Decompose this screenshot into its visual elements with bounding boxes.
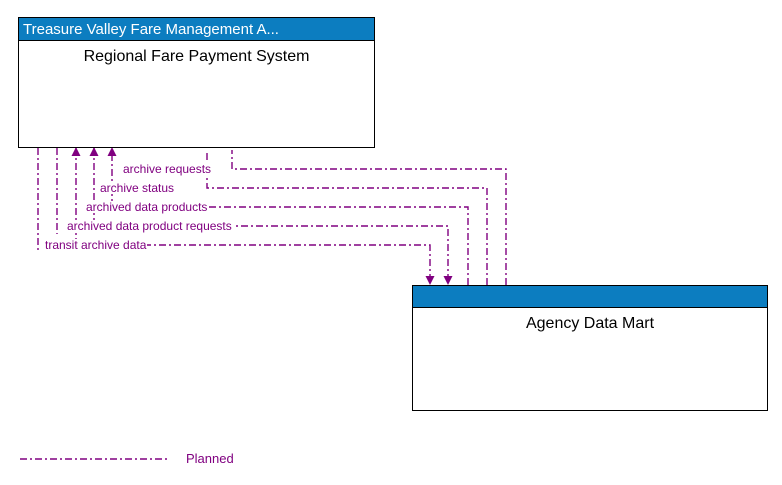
flow-label-archived-data-product-requests: archived data product requests [66, 219, 233, 233]
arrowhead-up-archive-requests [71, 147, 81, 156]
flow-label-archive-requests: archive requests [122, 162, 213, 176]
flow-path-archived-data-products [111, 155, 469, 285]
node-title-agency-data-mart: Agency Data Mart [525, 315, 655, 332]
arrowhead-up-archived-data-products [107, 147, 117, 156]
flow-label-archived-data-products: archived data products [85, 200, 209, 214]
node-header-treasure-valley-fare-management: Treasure Valley Fare Management A... [19, 18, 374, 41]
legend-label-planned: Planned [186, 451, 234, 466]
arrowheads-into-fare-payment [71, 147, 117, 156]
node-agency-data-mart[interactable]: Agency Data Mart [412, 285, 768, 411]
arrowhead-down-transit-archive-data [425, 276, 435, 285]
arrowhead-down-archived-data-product-requests [443, 276, 453, 285]
arrowhead-up-archive-status [89, 147, 99, 156]
flow-label-archive-status: archive status [99, 181, 176, 195]
flow-path-archive-status [206, 150, 488, 285]
arrowheads-into-agency-data-mart [425, 276, 453, 285]
flow-path-archived-data-product-requests [93, 148, 449, 280]
flow-path-transit-archive-data [75, 148, 431, 280]
flow-label-transit-archive-data: transit archive data [44, 238, 148, 252]
node-regional-fare-payment-system[interactable]: Treasure Valley Fare Management A... Reg… [18, 17, 375, 148]
flow-path-archive-requests [231, 150, 507, 285]
node-title-regional-fare-payment-system: Regional Fare Payment System [83, 48, 310, 65]
node-header-agency-data-mart [413, 286, 767, 308]
